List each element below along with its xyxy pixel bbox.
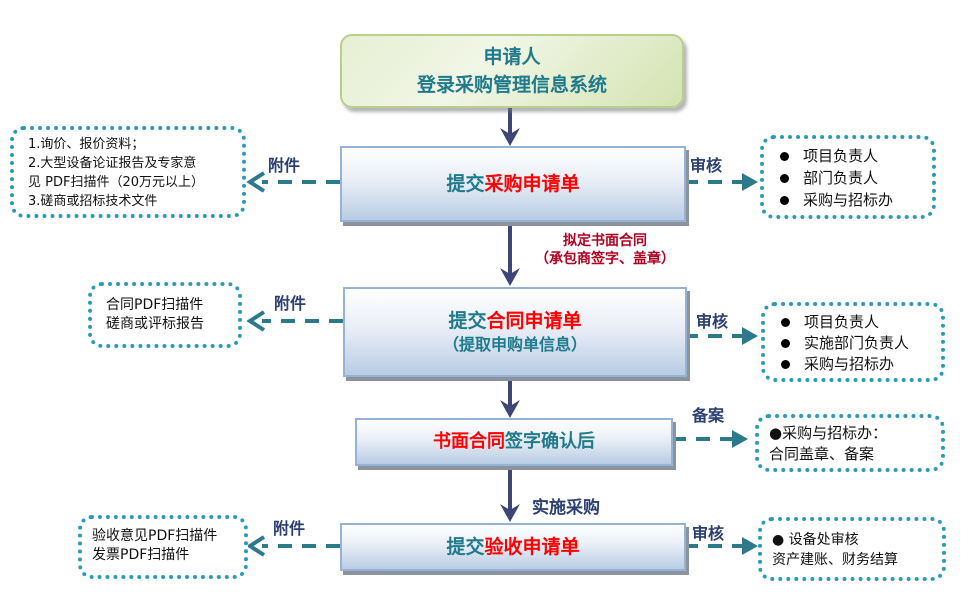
flow-arrow-step3-to-step4 xyxy=(500,470,520,522)
flow-arrow-step2-to-step3 xyxy=(500,376,520,418)
flow-arrow-start-to-step1 xyxy=(500,104,520,146)
flow-arrow-step1-to-step2 xyxy=(500,220,520,286)
step-title: 书面合同签字确认后 xyxy=(433,431,595,452)
bullet-icon xyxy=(780,173,789,183)
review-note-purchase-request: 项目负责人 部门负责人 采购与招标办 xyxy=(760,135,936,219)
filing-note-contract: ●采购与招标办： 合同盖章、备案 xyxy=(755,414,945,472)
dashed-arrow-step3-right xyxy=(672,430,748,448)
dashed-arrow-step2-right xyxy=(684,327,758,345)
transition-note-implement-purchase: 实施采购 xyxy=(532,498,600,518)
review-label: 审核 xyxy=(690,156,723,175)
reviewer-item: 采购与招标办 xyxy=(781,354,941,375)
reviewer-item: 采购与招标办 xyxy=(780,189,932,211)
review-note-acceptance-request: ● 设备处审核 资产建账、财务结算 xyxy=(758,517,946,581)
reviewer-item: 实施部门负责人 xyxy=(781,333,941,354)
start-title: 申请人 xyxy=(483,46,541,68)
bullet-icon xyxy=(781,360,790,369)
step-submit-purchase-request: 提交采购申请单 xyxy=(340,146,686,222)
review-label: 审核 xyxy=(692,524,725,543)
attachment-note-purchase-request: 1.询价、报价资料； 2.大型设备论证报告及专家意 见 PDF扫描件（20万元以… xyxy=(10,126,246,218)
attachment-label: 附件 xyxy=(274,294,307,313)
dashed-arrow-step1-left xyxy=(246,171,340,193)
review-note-contract-request: 项目负责人 实施部门负责人 采购与招标办 xyxy=(761,302,945,382)
bullet-icon xyxy=(781,318,790,327)
attachment-label: 附件 xyxy=(273,519,306,538)
filing-label: 备案 xyxy=(692,406,725,425)
bullet-icon xyxy=(780,151,789,161)
step-contract-signed: 书面合同签字确认后 xyxy=(355,418,673,466)
bullet-icon xyxy=(780,195,789,205)
step-submit-acceptance-request: 提交验收申请单 xyxy=(340,523,686,571)
dashed-arrow-step4-left xyxy=(246,535,340,557)
reviewer-item: 项目负责人 xyxy=(780,145,932,167)
start-node: 申请人 登录采购管理信息系统 xyxy=(340,34,684,108)
step-title: 提交采购申请单 xyxy=(446,173,580,195)
attachment-note-contract-request: 合同PDF扫描件 磋商或评标报告 xyxy=(88,282,242,348)
dashed-arrow-step4-right xyxy=(684,537,758,555)
attachment-note-acceptance-request: 验收意见PDF扫描件 发票PDF扫描件 xyxy=(78,515,248,579)
reviewer-item: 部门负责人 xyxy=(780,167,932,189)
transition-note-draft-contract: 拟定书面合同 （承包商签字、盖章） xyxy=(535,233,675,267)
start-subtitle: 登录采购管理信息系统 xyxy=(416,74,607,96)
step-submit-contract-request: 提交合同申请单 （提取申购单信息） xyxy=(343,287,687,377)
step-title: 提交合同申请单 xyxy=(448,310,582,332)
review-label: 审核 xyxy=(696,312,729,331)
bullet-icon xyxy=(781,339,790,348)
reviewer-item: 项目负责人 xyxy=(781,312,941,333)
dashed-arrow-step1-right xyxy=(684,173,758,191)
step-subtitle: （提取申购单信息） xyxy=(442,335,587,354)
dashed-arrow-step2-left xyxy=(246,310,343,332)
attachment-label: 附件 xyxy=(268,156,301,175)
step-title: 提交验收申请单 xyxy=(446,536,580,558)
